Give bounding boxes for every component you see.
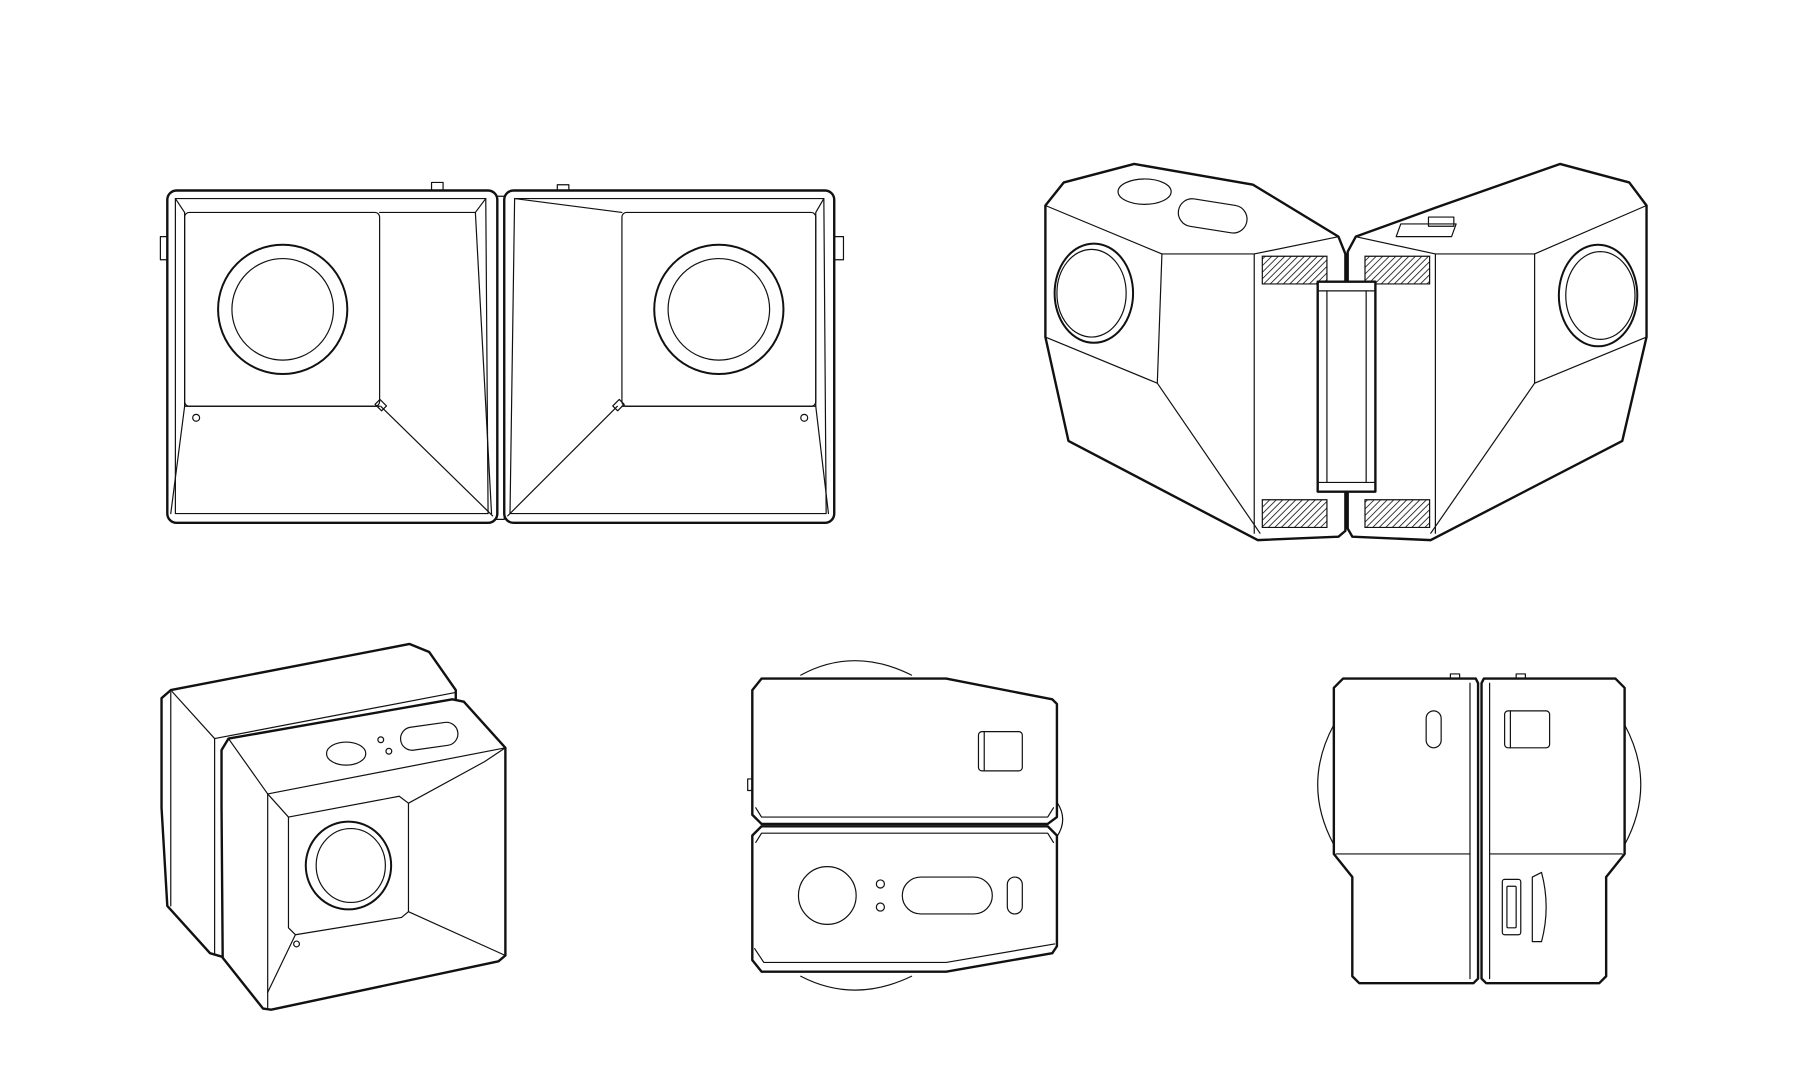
side-slot — [1505, 711, 1550, 748]
side-slot — [978, 732, 1022, 771]
grip-texture — [1365, 256, 1430, 284]
lens-glass — [668, 259, 770, 361]
lens-outer-ring — [1055, 244, 1133, 343]
left-body — [1045, 164, 1345, 540]
top-lens-bump — [798, 867, 856, 925]
lens-outer-ring — [1559, 245, 1637, 347]
indicator-hole — [193, 414, 200, 421]
upper-body — [752, 679, 1057, 824]
indicator-slot — [1007, 877, 1022, 914]
left-panel — [1334, 679, 1478, 984]
lens-glass — [232, 259, 334, 361]
right-camera-module — [504, 191, 834, 523]
lens-dome-right — [1625, 725, 1641, 845]
iso-view-stacked — [162, 644, 506, 1010]
perspective-view-folded — [1045, 164, 1646, 540]
top-lens-bump — [1118, 179, 1171, 204]
right-side-button — [834, 237, 843, 260]
right-panel — [1482, 679, 1625, 984]
top-shutter-button — [399, 721, 459, 752]
grip-texture — [1262, 500, 1327, 528]
lens-outer-ring — [654, 245, 783, 374]
grip-texture — [1365, 500, 1430, 528]
top-view — [748, 661, 1063, 990]
lower-body — [752, 826, 1057, 971]
lens-dome-left — [1318, 725, 1334, 845]
indicator-hole — [801, 414, 808, 421]
right-body — [1348, 164, 1647, 540]
indicator-slot — [1426, 711, 1441, 748]
front-view-unfolded — [160, 182, 843, 522]
lens-dome-bottom — [801, 976, 912, 990]
grip-texture — [1262, 256, 1327, 284]
top-shutter-button — [1176, 197, 1249, 235]
hinge-bar — [1318, 282, 1376, 492]
side-view — [1318, 674, 1641, 983]
front-module — [222, 699, 506, 1009]
lens-outer-ring — [306, 822, 391, 910]
left-camera-module — [167, 191, 497, 523]
shutter-button — [902, 877, 992, 914]
lens-outer-ring — [218, 245, 347, 374]
usb-port — [1502, 879, 1520, 934]
sd-card-slot — [1532, 872, 1546, 941]
top-slot — [1396, 224, 1456, 237]
lens-dome-top — [801, 661, 912, 675]
top-lens-bump — [327, 742, 366, 765]
